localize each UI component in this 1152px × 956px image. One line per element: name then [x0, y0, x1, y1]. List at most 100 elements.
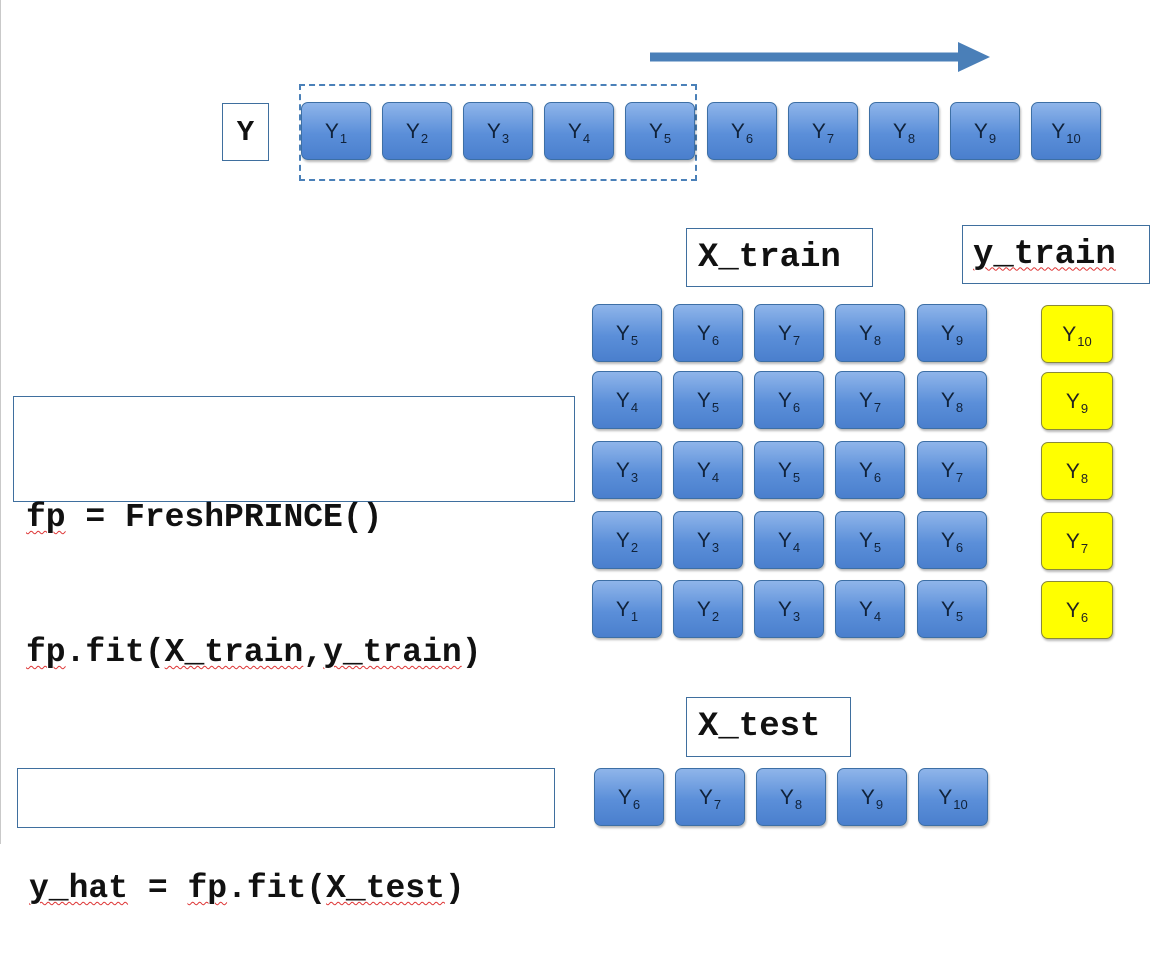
- y-train-cell-subscript: 7: [1080, 540, 1089, 556]
- x-train-cell-subscript: 6: [792, 399, 801, 415]
- series-label: Y: [222, 103, 269, 161]
- series-cell-base: Y: [567, 119, 582, 143]
- y-train-cell-base: Y: [1062, 322, 1077, 346]
- x-test-cell-base: Y: [779, 785, 794, 809]
- series-cell-subscript: 8: [907, 130, 916, 146]
- x-train-cell-subscript: 5: [955, 608, 964, 624]
- series-cell-base: Y: [973, 119, 988, 143]
- x-train-cell-base: Y: [777, 597, 792, 621]
- x-train-cell-subscript: 3: [630, 469, 639, 485]
- x-test-cell-subscript: 6: [632, 796, 641, 812]
- x-test-cell-base: Y: [938, 785, 953, 809]
- series-cell-base: Y: [730, 119, 745, 143]
- x-train-cell-subscript: 8: [955, 399, 964, 415]
- x-train-cell-base: Y: [696, 528, 711, 552]
- x-train-cell-subscript: 4: [792, 539, 801, 555]
- x-train-label: X_train: [686, 228, 873, 287]
- y-train-cell-subscript: 10: [1077, 333, 1092, 349]
- series-cell-base: Y: [486, 119, 501, 143]
- y-train-label-text: y_train: [973, 235, 1116, 274]
- x-train-cell-subscript: 9: [955, 332, 964, 348]
- x-train-cell-subscript: 6: [873, 469, 882, 485]
- sliding-window: [299, 84, 697, 181]
- x-train-cell-base: Y: [777, 458, 792, 482]
- x-test-label: X_test: [686, 697, 851, 757]
- x-test-cell-base: Y: [617, 785, 632, 809]
- x-train-cell-base: Y: [858, 388, 873, 412]
- x-train-cell-subscript: 7: [792, 332, 801, 348]
- x-test-cell-subscript: 10: [953, 796, 968, 812]
- x-train-cell-base: Y: [696, 597, 711, 621]
- series-cell-subscript: 4: [582, 130, 591, 146]
- x-train-label-text: X_train: [698, 238, 841, 277]
- y-train-label: y_train: [962, 225, 1150, 284]
- x-train-cell-base: Y: [940, 388, 955, 412]
- series-cell-subscript: 7: [826, 130, 835, 146]
- x-train-cell-base: Y: [940, 597, 955, 621]
- x-train-cell-subscript: 2: [630, 539, 639, 555]
- series-cell-base: Y: [1051, 119, 1066, 143]
- y-train-cell-base: Y: [1065, 389, 1080, 413]
- series-cell-subscript: 6: [745, 130, 754, 146]
- x-train-cell-subscript: 1: [630, 608, 639, 624]
- x-train-cell-base: Y: [696, 321, 711, 345]
- series-cell-base: Y: [648, 119, 663, 143]
- x-train-cell-base: Y: [940, 458, 955, 482]
- x-train-cell-base: Y: [858, 458, 873, 482]
- x-train-cell-subscript: 5: [873, 539, 882, 555]
- x-train-cell-subscript: 4: [873, 608, 882, 624]
- y-train-cell-base: Y: [1065, 529, 1080, 553]
- page-edge: [0, 0, 1, 844]
- series-cell-base: Y: [324, 119, 339, 143]
- x-test-cell-base: Y: [860, 785, 875, 809]
- x-train-cell-subscript: 2: [711, 608, 720, 624]
- x-train-cell-base: Y: [777, 528, 792, 552]
- x-train-cell-subscript: 3: [792, 608, 801, 624]
- x-train-cell-base: Y: [940, 528, 955, 552]
- predict-code-box: y_hat = fp.fit(X_test): [17, 768, 555, 907]
- series-cell-base: Y: [405, 119, 420, 143]
- x-train-cell-base: Y: [940, 321, 955, 345]
- x-train-cell-base: Y: [615, 321, 630, 345]
- x-test-cell-subscript: 9: [875, 796, 884, 812]
- x-train-cell-subscript: 8: [873, 332, 882, 348]
- series-cell-subscript: 2: [420, 130, 429, 146]
- x-train-cell-base: Y: [777, 388, 792, 412]
- series-cell-subscript: 9: [988, 130, 997, 146]
- x-train-cell-subscript: 6: [955, 539, 964, 555]
- x-train-cell-subscript: 7: [955, 469, 964, 485]
- x-train-cell-base: Y: [858, 597, 873, 621]
- y-train-cell-subscript: 8: [1080, 470, 1089, 486]
- direction-arrow-icon: [650, 42, 990, 72]
